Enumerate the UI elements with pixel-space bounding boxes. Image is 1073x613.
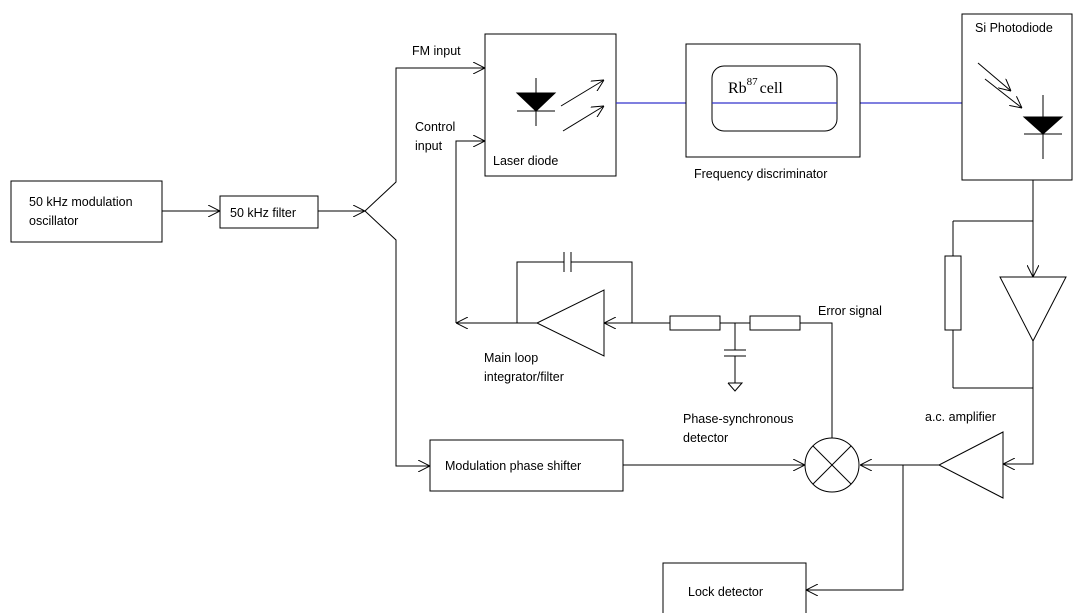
- feedback-resistor: [944, 255, 962, 331]
- filter-block: 50 kHz filter: [219, 195, 319, 229]
- error-signal-wire: [800, 322, 833, 438]
- modulation-oscillator-block: 50 kHz modulation oscillator: [10, 180, 163, 243]
- laser-diode-block: Laser diode: [484, 33, 617, 177]
- integrator-feedback-wire: [571, 261, 633, 323]
- resistor-2: [749, 315, 801, 331]
- filter-label: 50 kHz filter: [230, 206, 296, 220]
- ac-amplifier: [937, 431, 1004, 499]
- ground-icon: [727, 382, 744, 392]
- emission-arrow-icon-2: [562, 106, 604, 132]
- shunt-capacitor: [724, 323, 746, 392]
- laser-label: Laser diode: [493, 154, 558, 168]
- to-lock-detector-wire: [806, 465, 904, 590]
- phase-synchronous-detector: [804, 437, 860, 493]
- light-arrow-icon: [977, 62, 1011, 91]
- integrator-label-line1: Main loop: [484, 351, 538, 365]
- photodiode-block: Si Photodiode: [961, 13, 1073, 181]
- oscillator-label-line2: oscillator: [29, 214, 78, 228]
- ac-amp-label: a.c. amplifier: [925, 410, 996, 424]
- lock-detector-label: Lock detector: [688, 585, 763, 599]
- psd-label-line1: Phase-synchronous: [683, 412, 793, 426]
- emission-arrow-icon: [560, 80, 604, 107]
- resistor-1: [669, 315, 721, 331]
- freq-disc-label: Frequency discriminator: [694, 167, 827, 181]
- photodiode-label: Si Photodiode: [975, 21, 1053, 35]
- phase-shifter-label: Modulation phase shifter: [445, 459, 581, 473]
- integrator-label-line2: integrator/filter: [484, 370, 564, 384]
- to-phase-shifter-wire: [364, 210, 430, 466]
- preamp-input-wire: [953, 220, 1033, 277]
- oscillator-label-line1: 50 kHz modulation: [29, 195, 133, 209]
- rb-cell-superscript: 87: [747, 76, 759, 88]
- fm-input-label: FM input: [412, 44, 461, 58]
- to-ac-amp-wire: [1003, 388, 1034, 464]
- control-input-wire: [455, 141, 485, 323]
- psd-label-line2: detector: [683, 431, 728, 445]
- light-arrow-icon-2: [984, 78, 1022, 108]
- error-signal-label: Error signal: [818, 304, 882, 318]
- rb-cell-label: Rb: [728, 80, 747, 97]
- preamp-triangle: [999, 276, 1067, 343]
- lock-detector-block: Lock detector: [662, 562, 807, 613]
- rb-cell-suffix: cell: [760, 80, 784, 97]
- control-input-label-line1: Control: [415, 120, 455, 134]
- integrator-opamp: [535, 289, 605, 357]
- rb-cell: [711, 65, 838, 132]
- control-input-label-line2: input: [415, 139, 443, 153]
- phase-shifter-block: Modulation phase shifter: [429, 439, 624, 492]
- fm-input-wire: [364, 68, 485, 212]
